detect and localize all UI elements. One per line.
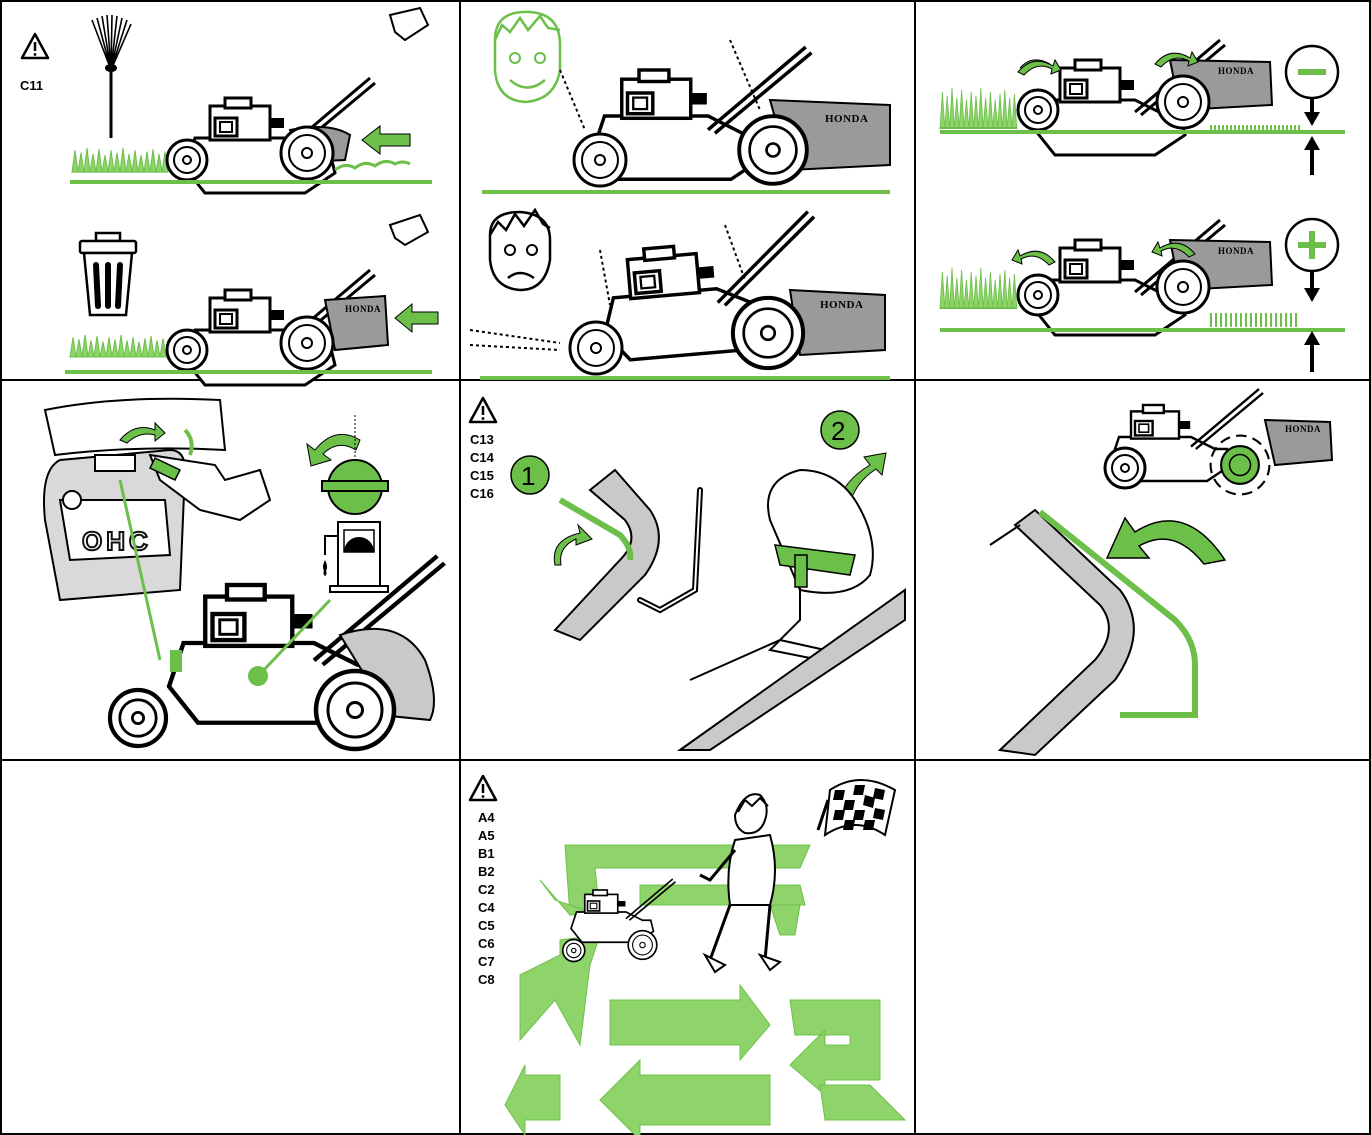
panel-handle-lever: HONDA	[989, 387, 1334, 757]
fuel-pump-icon	[323, 521, 389, 593]
happy-face-icon	[493, 10, 562, 104]
panel-handle-start: C13 C14 C15 C16 1 2	[468, 396, 906, 751]
mower-bagging: HONDA	[65, 213, 439, 387]
mower-height-low: HONDA	[939, 38, 1345, 157]
brand-label: HONDA	[1218, 66, 1254, 76]
panel8-ref-4: C2	[478, 882, 495, 897]
plus-circle-icon	[1284, 217, 1340, 372]
panel5-ref-2: C15	[470, 468, 494, 483]
panel-mowing-pattern: A4 A5 B1 B2 C2 C4 C5 C6 C7 C8	[468, 774, 907, 1135]
trash-can-icon	[78, 231, 138, 317]
step-2-badge: 2	[820, 410, 860, 450]
panel8-ref-9: C8	[478, 972, 495, 987]
sad-face-icon	[488, 207, 552, 292]
panel8-ref-6: C5	[478, 918, 495, 933]
panel-fuel-valve: OHC	[43, 397, 445, 749]
brand-label: HONDA	[1218, 246, 1254, 256]
warning-triangle-icon	[468, 774, 498, 802]
panel-cutting-height: HONDA HONDA	[939, 38, 1345, 372]
rake-icon	[91, 14, 132, 138]
panel8-ref-5: C4	[478, 900, 495, 915]
step-1-badge: 1	[510, 455, 550, 495]
panel5-ref-3: C16	[470, 486, 494, 501]
fuel-valve-icon	[306, 415, 389, 515]
panel8-ref-1: A5	[478, 828, 495, 843]
wheel-adjust-icon	[1209, 434, 1271, 496]
mowing-path-arrows	[504, 844, 907, 1135]
brand-label: HONDA	[1285, 424, 1321, 434]
panel8-ref-7: C6	[478, 936, 495, 951]
panel-level-mower: HONDA HONDA	[469, 10, 891, 380]
warning-triangle-icon	[468, 396, 498, 424]
brand-label: HONDA	[825, 113, 868, 125]
panel5-ref-1: C14	[470, 450, 495, 465]
panel-mulch-bag: C11	[20, 6, 439, 387]
step-2-label: 2	[831, 416, 845, 446]
panel8-ref-2: B1	[478, 846, 495, 861]
brand-label: HONDA	[820, 299, 863, 311]
checkered-flag-icon	[816, 779, 897, 838]
panel5-ref-0: C13	[470, 432, 494, 447]
mower-height-high: HONDA	[939, 218, 1345, 337]
warning-triangle-icon	[20, 32, 50, 60]
panel1-ref-0: C11	[20, 78, 43, 93]
panel8-ref-8: C7	[478, 954, 495, 969]
brand-label: HONDA	[345, 304, 381, 314]
person-mowing	[699, 793, 783, 974]
engine-label: OHC	[82, 526, 152, 556]
minus-circle-icon	[1284, 44, 1340, 175]
mower-mulching	[70, 6, 432, 195]
step-1-label: 1	[521, 461, 535, 491]
panel8-ref-0: A4	[478, 810, 495, 825]
panel8-ref-3: B2	[478, 864, 495, 879]
